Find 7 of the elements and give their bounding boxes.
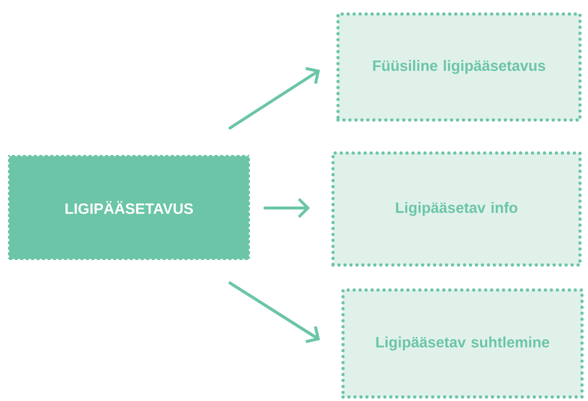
concept-box: LIGIPÄÄSETAVUS [6, 154, 252, 262]
category-box: Ligipääsetav info [331, 151, 582, 267]
category-box: Füüsiline ligipääsetavus [336, 12, 582, 122]
arrow [228, 282, 320, 344]
arrow [264, 198, 310, 218]
category-box: Ligipääsetav suhtlemine [341, 288, 584, 399]
arrow [228, 66, 320, 130]
